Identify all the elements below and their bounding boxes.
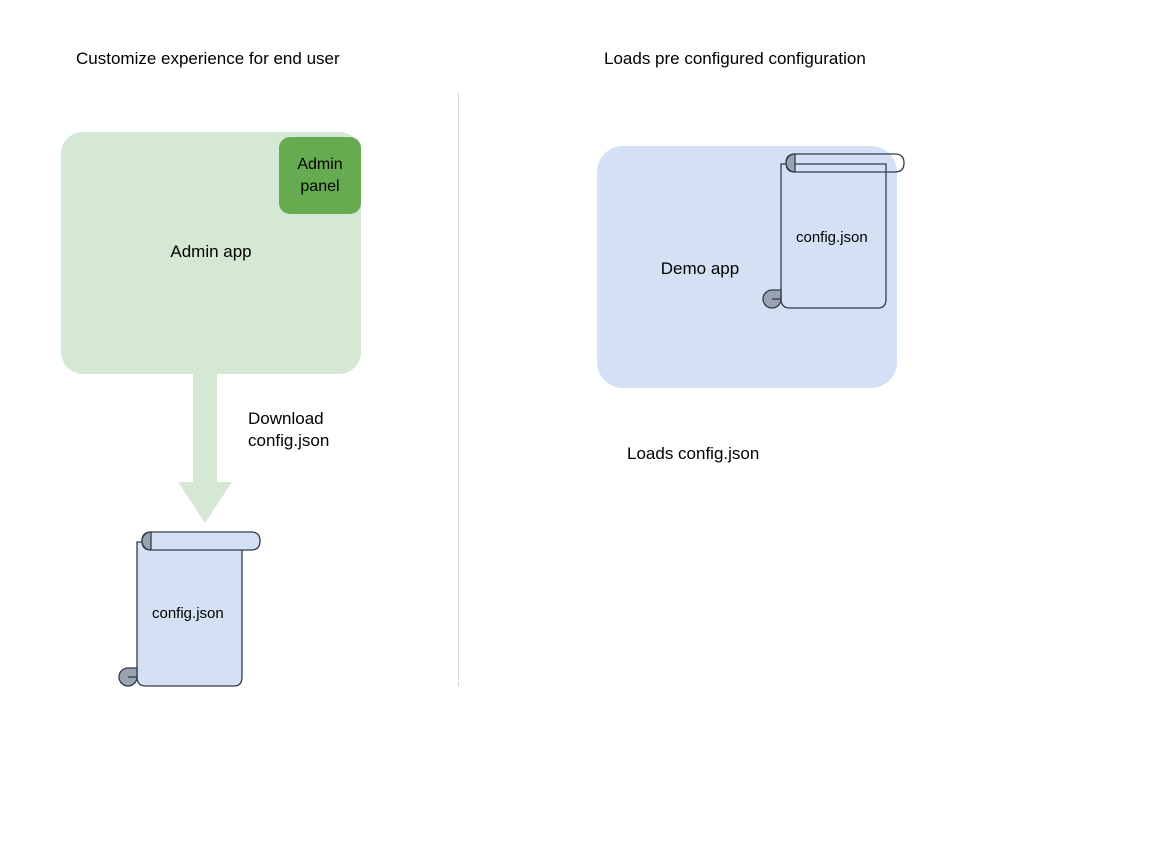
demo-app-label: Demo app [660,259,740,278]
config-json-label-left: config.json [152,605,224,622]
admin-panel-label-line1: Admin [297,155,343,173]
vertical-dotted-divider [458,93,459,686]
loads-config-caption: Loads config.json [627,444,760,463]
admin-panel-box[interactable]: Admin panel [279,137,361,214]
config-json-document-left[interactable] [118,528,266,688]
admin-panel-label-line2: panel [300,177,340,195]
download-caption-line1: Download [248,409,324,428]
config-json-document-right[interactable] [762,150,910,310]
download-arrow-icon [178,372,232,523]
admin-panel-label: Admin panel [297,154,342,198]
download-arrow-caption: Download config.json [248,408,329,452]
config-json-label-right: config.json [796,229,868,246]
download-caption-line2: config.json [248,431,330,450]
left-section-title: Customize experience for end user [76,49,340,68]
right-section-title: Loads pre configured configuration [604,49,866,68]
admin-app-label: Admin app [170,242,252,261]
demo-app-box: Demo app [597,146,897,388]
